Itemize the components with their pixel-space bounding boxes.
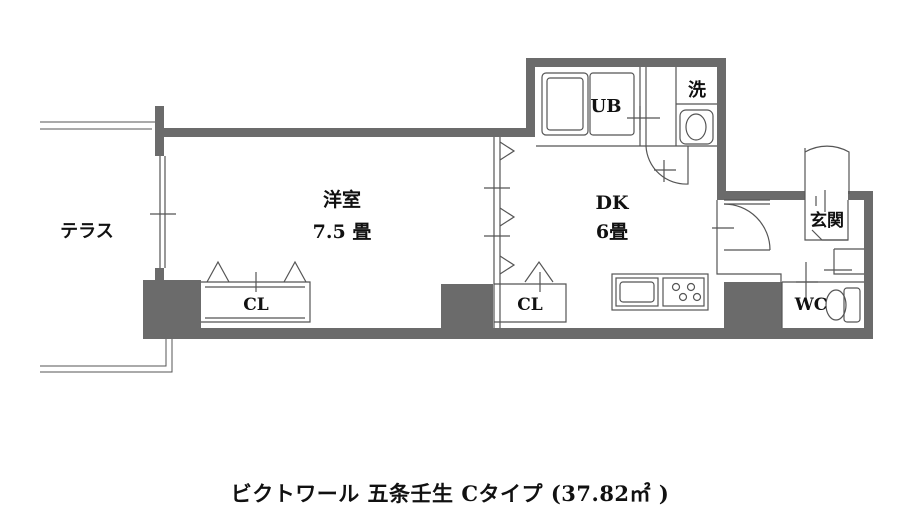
outer-walls [143, 58, 873, 339]
dk-size-label: 6畳 [596, 221, 628, 243]
wash-basin-icon [679, 109, 714, 145]
western-room-size-label: 7.5 畳 [313, 221, 372, 243]
laundry-label: 洗 [688, 79, 706, 101]
plan-caption: ビクトワール 五条壬生 Cタイプ (37.82㎡ ) [230, 481, 670, 506]
bath-label: UB [591, 96, 622, 117]
closet-1-label: CL [243, 295, 269, 315]
bathtub-icon [541, 72, 635, 136]
toilet-label: WC [794, 295, 828, 315]
terrace-rail [40, 121, 173, 373]
interior-lines [150, 67, 864, 328]
kitchen-counter-icon [611, 273, 709, 311]
western-room-label: 洋室 [323, 188, 361, 211]
toilet-icon [825, 287, 861, 323]
entrance-label: 玄関 [810, 210, 844, 231]
dk-label: DK [596, 192, 630, 214]
terrace-label: テラス [60, 221, 114, 242]
closet-2-label: CL [517, 295, 543, 315]
